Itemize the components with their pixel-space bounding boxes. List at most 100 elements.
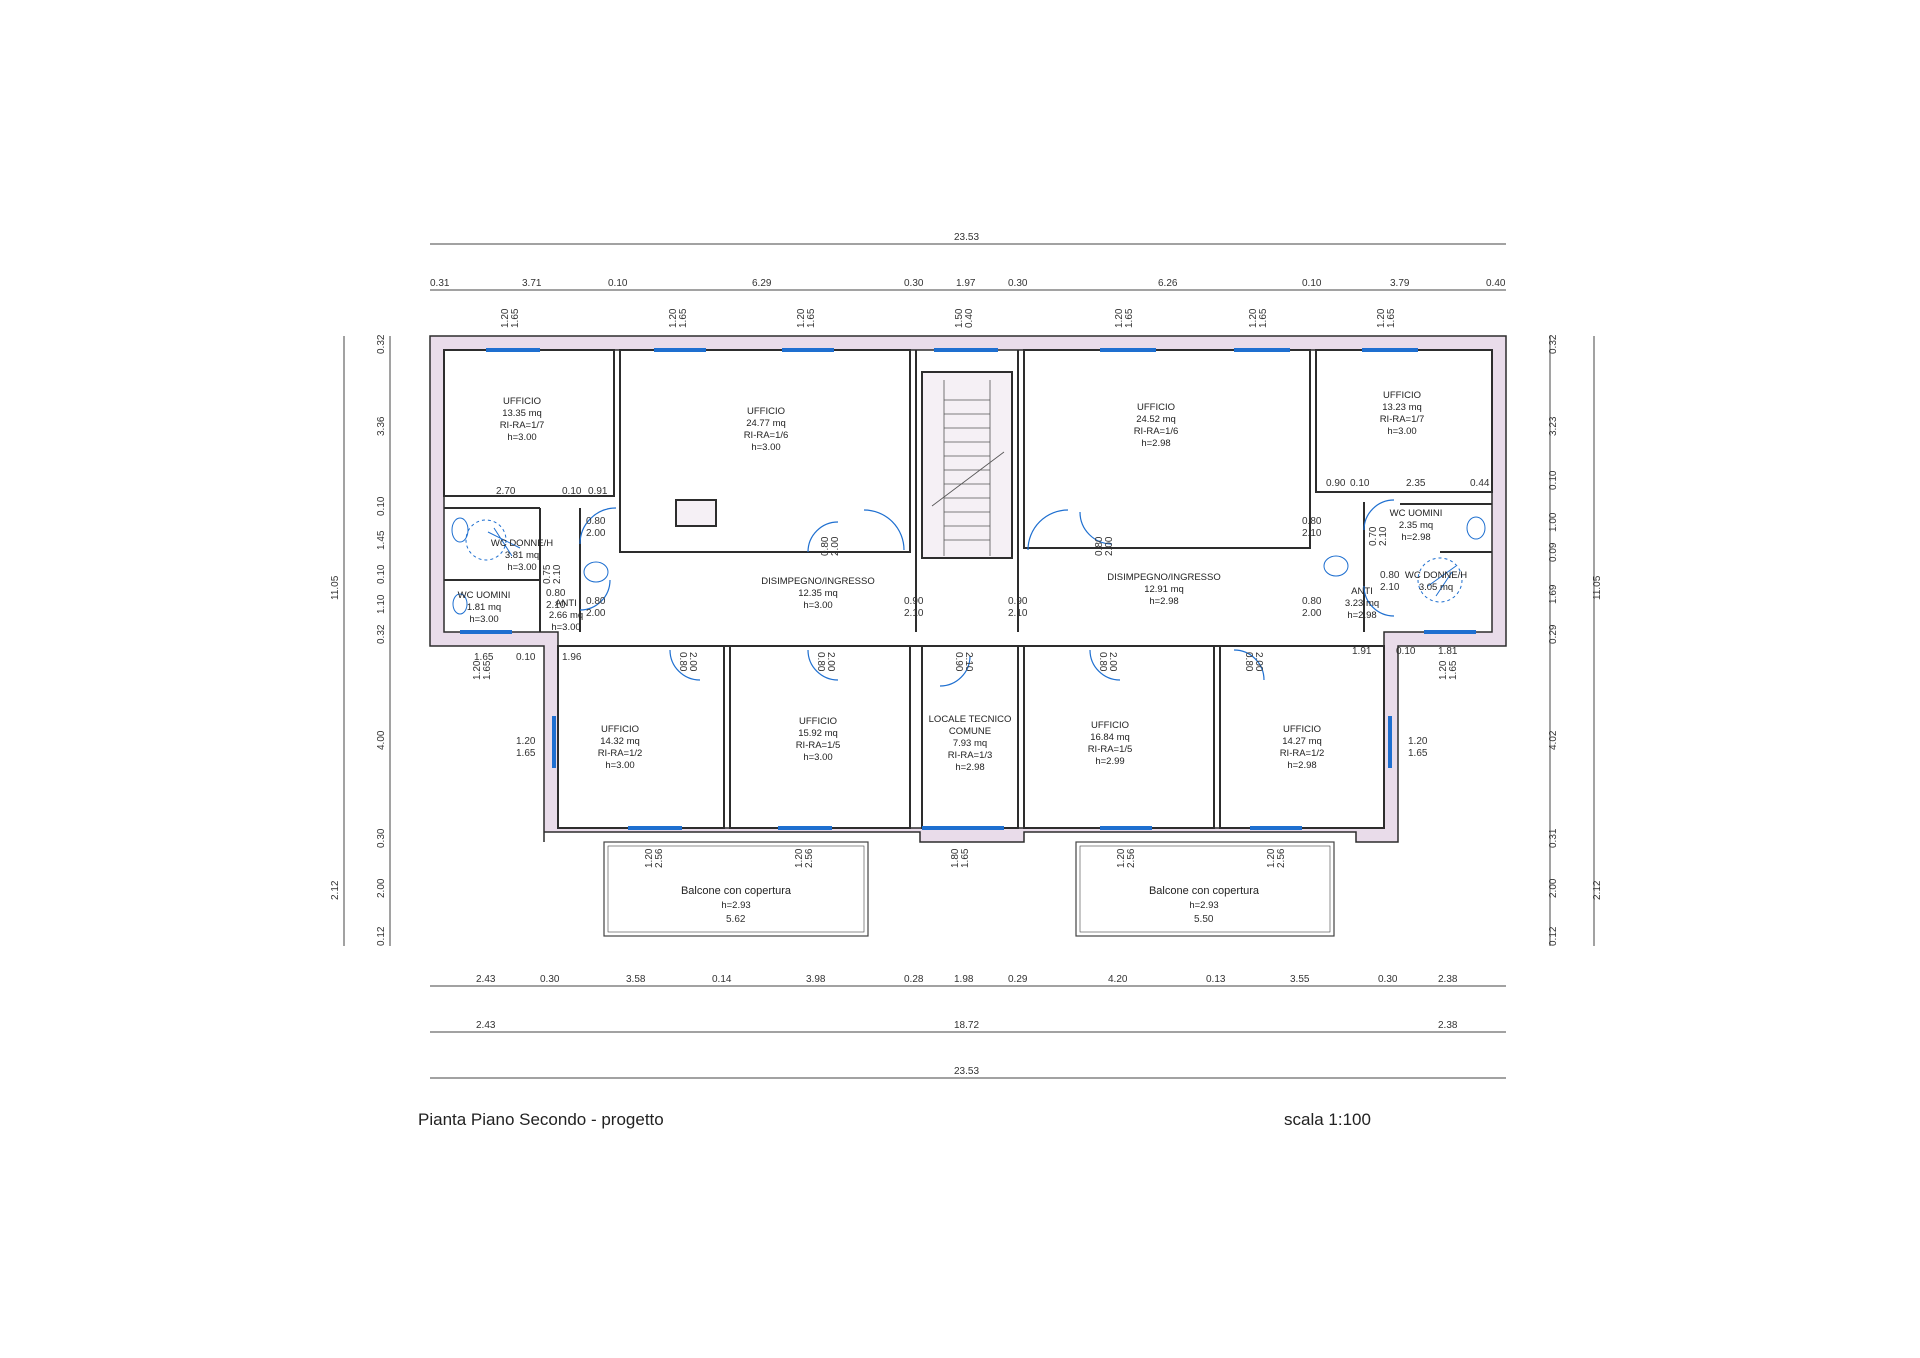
dim-right-6: 1.69: [1548, 584, 1559, 604]
svg-text:UFFICIO: UFFICIO: [503, 396, 541, 407]
door-label-17b: 2.00: [1253, 652, 1264, 672]
svg-text:14.27 mq: 14.27 mq: [1282, 736, 1322, 747]
svg-text:UFFICIO: UFFICIO: [799, 716, 837, 727]
svg-text:7.93 mq: 7.93 mq: [953, 738, 987, 749]
svg-text:24.77 mq: 24.77 mq: [746, 418, 786, 429]
door-label-11a: 0.70: [1368, 526, 1379, 546]
dim-right-2: 3.23: [1548, 416, 1559, 436]
svg-text:h=3.00: h=3.00: [1387, 426, 1416, 437]
svg-text:WC DONNE/H: WC DONNE/H: [1405, 570, 1467, 581]
svg-text:h=3.00: h=3.00: [507, 432, 536, 443]
svg-text:h=2.93: h=2.93: [1189, 900, 1218, 911]
idim-b2: 0.10: [1350, 478, 1370, 489]
svg-text:RI-RA=1/7: RI-RA=1/7: [1380, 414, 1425, 425]
door-label-9a: 0.80: [1302, 516, 1322, 527]
dim-left-3: 0.10: [376, 496, 387, 516]
svg-text:UFFICIO: UFFICIO: [1283, 724, 1321, 735]
dim-left-10: 2.00: [376, 878, 387, 898]
svg-text:13.23 mq: 13.23 mq: [1382, 402, 1422, 413]
dim-left-5: 0.10: [376, 564, 387, 584]
dim-bot2-2: 18.72: [954, 1020, 979, 1031]
right-dimensions: 11.05 2.12 0.32 3.23 0.10 1.00 0.09 1.69…: [1548, 334, 1603, 946]
door-label-8b: 2.00: [1104, 536, 1115, 556]
windows: [460, 348, 1476, 830]
dim-bot-13: 2.38: [1438, 974, 1458, 985]
win-label-8b: 1.65: [482, 660, 493, 680]
win-label-11b: 1.65: [1408, 748, 1428, 759]
dim-left-6: 1.10: [376, 594, 387, 614]
dim-bot-2: 0.30: [540, 974, 560, 985]
svg-text:h=3.00: h=3.00: [551, 622, 580, 633]
doors: [579, 499, 1395, 687]
door-label-4b: 2.10: [552, 564, 563, 584]
win-label-16b: 2.56: [1276, 848, 1287, 868]
dim-right-5: 0.09: [1548, 542, 1559, 562]
door-label-13a: 0.80: [677, 652, 688, 672]
win-label-8a: 1.20: [472, 660, 483, 680]
door-label-14a: 0.80: [815, 652, 826, 672]
door-label-7a: 0.90: [1008, 596, 1028, 607]
win-label-2b: 1.65: [678, 308, 689, 328]
dim-bot-1: 2.43: [476, 974, 496, 985]
room-disimpegno-right: DISIMPEGNO/INGRESSO 12.91 mq h=2.98: [1107, 572, 1221, 607]
svg-text:h=2.98: h=2.98: [1287, 760, 1316, 771]
top-total-dimension: 23.53: [954, 232, 979, 243]
win-label-7b: 1.65: [1386, 308, 1397, 328]
win-label-14b: 1.65: [960, 848, 971, 868]
dim-left-4: 1.45: [376, 530, 387, 550]
dim-top-10: 3.79: [1390, 278, 1410, 289]
dim-bot-11: 3.55: [1290, 974, 1310, 985]
idim-c3: 1.96: [562, 652, 582, 663]
door-label-1b: 2.00: [586, 528, 606, 539]
dimension-lines: [343, 243, 1595, 1079]
svg-text:h=3.00: h=3.00: [507, 562, 536, 573]
dim-bot-10: 0.13: [1206, 974, 1226, 985]
door-label-1a: 0.80: [586, 516, 606, 527]
svg-text:RI-RA=1/3: RI-RA=1/3: [948, 750, 993, 761]
dim-total-bottom: 23.53: [954, 1066, 979, 1077]
svg-text:12.35 mq: 12.35 mq: [798, 588, 838, 599]
door-label-17a: 0.80: [1243, 652, 1254, 672]
dim-bot-4: 0.14: [712, 974, 732, 985]
door-label-6a: 0.90: [904, 596, 924, 607]
svg-text:h=3.00: h=3.00: [803, 752, 832, 763]
dim-left-8: 4.00: [376, 730, 387, 750]
door-label-11b: 2.10: [1378, 526, 1389, 546]
svg-text:UFFICIO: UFFICIO: [1091, 720, 1129, 731]
room-anti-left: ANTI 2.66 mq h=3.00: [549, 598, 583, 633]
dim-right-3: 0.10: [1548, 470, 1559, 490]
svg-text:RI-RA=1/7: RI-RA=1/7: [500, 420, 545, 431]
idim-d3: 1.81: [1438, 646, 1458, 657]
svg-text:24.52 mq: 24.52 mq: [1136, 414, 1176, 425]
svg-text:3.05 mq: 3.05 mq: [1419, 582, 1453, 593]
dim-right-4: 1.00: [1548, 512, 1559, 532]
room-balcone-right: Balcone con copertura h=2.93: [1149, 885, 1260, 911]
door-label-12a: 0.80: [1380, 570, 1400, 581]
win-label-6b: 1.65: [1258, 308, 1269, 328]
svg-text:h=3.00: h=3.00: [751, 442, 780, 453]
dim-top-9: 0.10: [1302, 278, 1322, 289]
svg-text:16.84 mq: 16.84 mq: [1090, 732, 1130, 743]
svg-text:RI-RA=1/5: RI-RA=1/5: [796, 740, 841, 751]
bottom-dimensions: 2.43 0.30 3.58 0.14 3.98 0.28 1.98 0.29 …: [476, 974, 1458, 985]
win-label-5b: 1.65: [1124, 308, 1135, 328]
idim-a2: 0.10: [562, 486, 582, 497]
svg-text:DISIMPEGNO/INGRESSO: DISIMPEGNO/INGRESSO: [761, 576, 875, 587]
dim-bot-8: 0.29: [1008, 974, 1028, 985]
room-wc-donne-right: WC DONNE/H 3.05 mq: [1405, 570, 1467, 593]
idim-d2: 0.10: [1396, 646, 1416, 657]
inner-dimensions: 2.70 0.10 0.91 0.90 0.10 2.35 0.44 1.65 …: [474, 478, 1490, 925]
dim-left-2: 3.36: [376, 416, 387, 436]
idim-b4: 0.44: [1470, 478, 1490, 489]
dim-right-total2: 2.12: [1592, 880, 1603, 900]
balconies: [603, 841, 1335, 937]
svg-text:3.23 mq: 3.23 mq: [1345, 598, 1379, 609]
dim-left-total2: 2.12: [330, 880, 341, 900]
door-label-3b: 2.10: [546, 600, 566, 611]
svg-text:RI-RA=1/6: RI-RA=1/6: [1134, 426, 1179, 437]
svg-text:h=2.98: h=2.98: [1347, 610, 1376, 621]
win-label-13b: 2.56: [804, 848, 815, 868]
room-labels: UFFICIO 13.35 mq RI-RA=1/7 h=3.00 UFFICI…: [458, 390, 1468, 911]
svg-text:WC UOMINI: WC UOMINI: [1390, 508, 1443, 519]
dim-top-6: 1.97: [956, 278, 976, 289]
